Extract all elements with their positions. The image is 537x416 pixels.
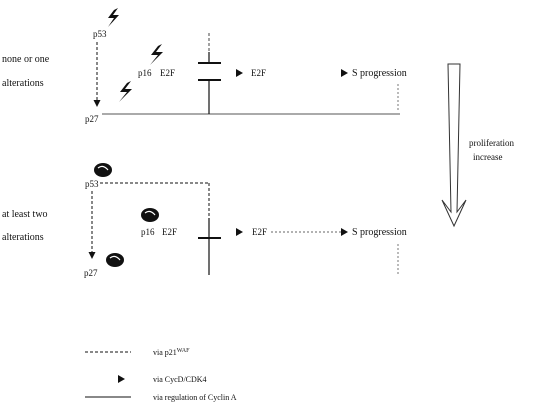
top-s-progression-label: S progression: [352, 68, 407, 79]
top-p53-label: p53: [93, 29, 107, 39]
top-p27-label: p27: [85, 114, 99, 124]
bottom-p53-label: p53: [85, 179, 99, 189]
top-p16-label: p16: [138, 68, 152, 78]
bottom-p16-label: p16: [141, 227, 155, 237]
legend-line-label: via regulation of Cyclin A: [153, 393, 237, 402]
mutation-bolt-icon: [119, 81, 132, 102]
mutation-bolt-icon: [150, 44, 163, 65]
top-group-label-line2: alterations: [2, 78, 44, 89]
bottom-s-arrow-icon: [341, 228, 348, 236]
bottom-e2f-b-label: E2F: [252, 227, 267, 237]
bottom-s-progression-label: S progression: [352, 227, 407, 238]
proliferation-label-line2: increase: [473, 152, 502, 162]
proliferation-indicator: proliferation increase: [441, 63, 514, 228]
legend-dashed-label: via p21WAF: [153, 348, 190, 357]
bottom-group-label-line1: at least two: [2, 209, 48, 220]
top-e2f-b-label: E2F: [251, 68, 266, 78]
mutation-bolt-icon: [108, 8, 119, 27]
bottom-e2f-a-label: E2F: [162, 227, 177, 237]
mutation-burst-icon: [94, 163, 112, 177]
bottom-arrow-icon: [236, 228, 243, 236]
top-s-arrow-icon: [341, 69, 348, 77]
proliferation-label-line1: proliferation: [469, 138, 514, 148]
top-section: none or one alterations p53 p16 E2F p27 …: [2, 8, 407, 124]
mutation-burst-icon: [141, 208, 159, 222]
top-group-label-line1: none or one: [2, 54, 50, 65]
bottom-section: at least two alterations p53 p16 E2F p27…: [2, 163, 407, 278]
legend-arrow-label: via CycD/CDK4: [153, 375, 207, 384]
legend-dashed-text: via p21: [153, 348, 177, 357]
bottom-group-label-line2: alterations: [2, 232, 44, 243]
legend-dashed-superscript: WAF: [177, 348, 190, 354]
legend-arrow-icon: [118, 375, 125, 383]
legend: via p21WAF via CycD/CDK4 via regulation …: [85, 348, 237, 402]
top-e2f-a-label: E2F: [160, 68, 175, 78]
proliferation-arrow-icon: [441, 63, 467, 228]
top-arrow-icon: [236, 69, 243, 77]
mutation-burst-icon: [106, 253, 124, 267]
bottom-p27-label: p27: [84, 268, 98, 278]
